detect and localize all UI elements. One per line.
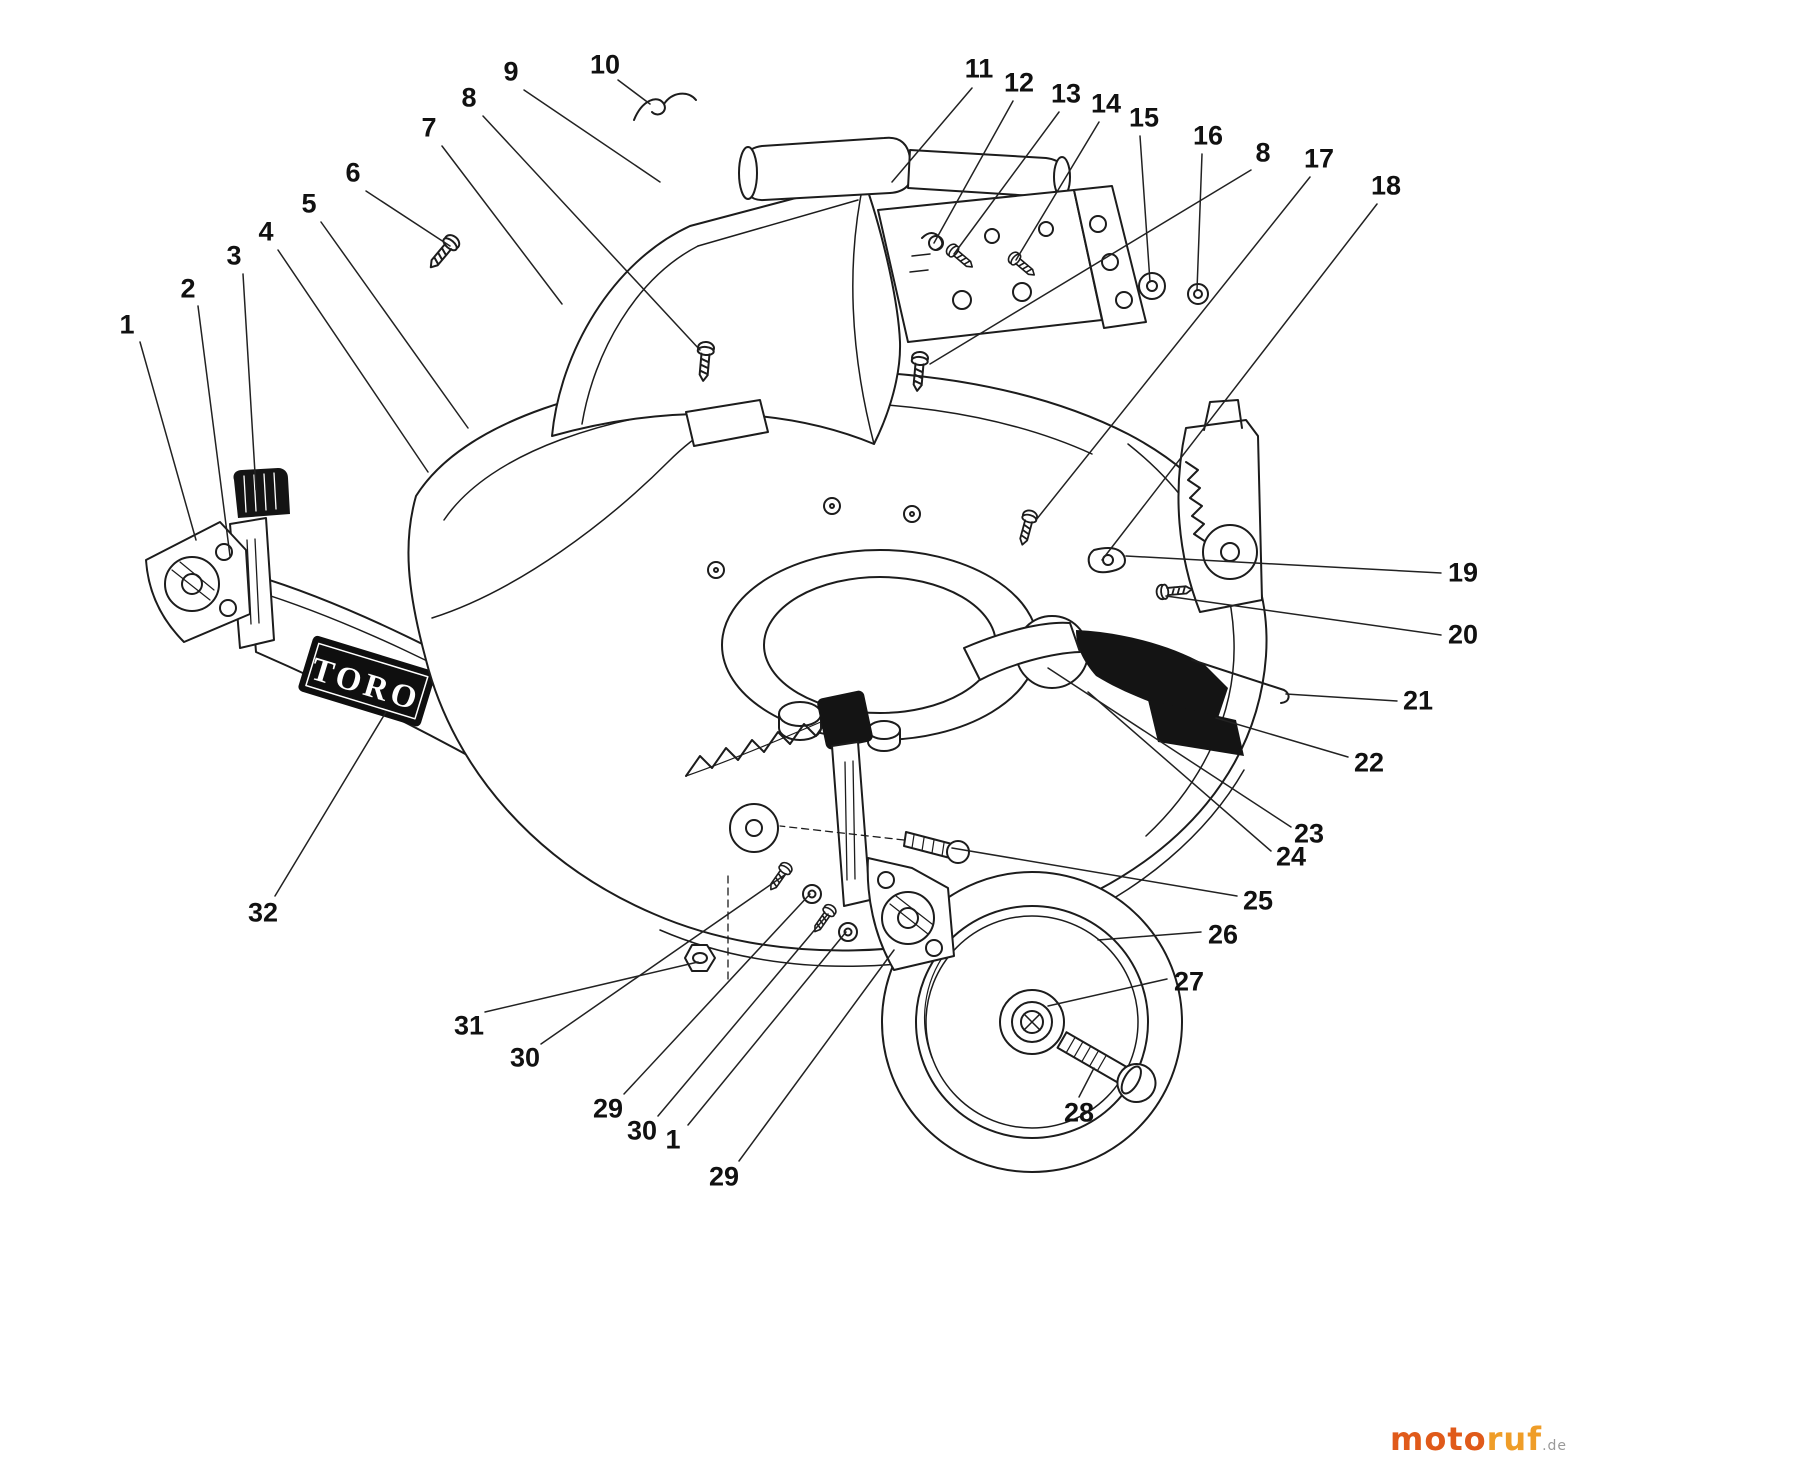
watermark-logo: motoruf.de: [1390, 1420, 1567, 1458]
retainer-clip: [1087, 547, 1126, 574]
leader-line-17-17: [1035, 176, 1311, 521]
engine-cover: [551, 179, 902, 447]
leader-line-23-23: [1047, 667, 1292, 828]
leader-line-8-16: [929, 169, 1252, 365]
deck-plug: [778, 701, 822, 741]
cable-clip: [921, 232, 944, 251]
leader-line-27-27: [1047, 978, 1168, 1007]
washer-29a: [802, 884, 822, 904]
deck-center-ring: [707, 497, 1089, 741]
leader-line-15-14: [1139, 135, 1151, 283]
discharge-guard: [1076, 630, 1228, 724]
watermark-ruf: ruf: [1486, 1420, 1543, 1458]
side-bracket-right: [1177, 399, 1263, 613]
leader-line-2-1: [197, 305, 231, 557]
leader-line-14-13: [1015, 121, 1100, 261]
leader-line-29-32: [623, 893, 811, 1095]
bolt-25: [903, 831, 970, 864]
height-adjuster-rear: [684, 690, 970, 981]
hex-nut-31: [684, 944, 716, 972]
leader-line-19-19: [1125, 555, 1442, 574]
wheel-bracket-plate: [866, 857, 955, 971]
washer-pair: [1138, 272, 1209, 305]
leader-line-25-25: [951, 847, 1238, 897]
handle-assembly: [738, 136, 1071, 202]
adjuster-knob-left: [233, 468, 290, 518]
leader-line-11-10: [891, 87, 973, 183]
leader-line-6-5: [365, 190, 451, 247]
rubber-flap: [1148, 700, 1244, 756]
leader-line-26-26: [1097, 931, 1202, 941]
leader-line-21-21: [1285, 693, 1398, 702]
leader-line-13-12: [953, 111, 1060, 255]
leader-line-8-7: [482, 115, 701, 351]
leader-line-22-22: [1215, 717, 1349, 758]
leader-line-29-35: [738, 949, 895, 1162]
watermark-de: .de: [1542, 1438, 1568, 1454]
handle-mounting-plate: [877, 185, 1147, 343]
rod-wire: [1191, 659, 1290, 704]
rear-wheel: [881, 871, 1183, 1173]
washer-29b: [838, 922, 858, 942]
leader-line-16-15: [1196, 153, 1203, 291]
leader-lines: [139, 79, 1442, 1162]
leader-line-1-34: [687, 931, 847, 1126]
leader-line-30-31: [540, 873, 787, 1045]
leader-line-18-18: [1101, 203, 1378, 561]
left-bracket-assembly: [145, 468, 290, 649]
deflector-wedge: [963, 621, 1081, 681]
spring-hook: [633, 92, 697, 121]
leader-line-12-11: [933, 100, 1014, 244]
leader-line-20-20: [1165, 595, 1442, 636]
deck-plug-2: [867, 720, 901, 752]
axle-bolt: [1056, 1031, 1157, 1103]
pivot-washer: [729, 803, 779, 853]
leader-line-10-9: [617, 79, 651, 105]
watermark-moto: moto: [1390, 1420, 1487, 1458]
leader-line-24-24: [1087, 691, 1272, 852]
screw-6: [423, 231, 463, 274]
leader-line-4-3: [277, 249, 429, 473]
leader-line-5-4: [320, 221, 469, 429]
wheel-hub-nut: [1020, 1010, 1044, 1034]
leader-line-9-8: [523, 89, 661, 183]
leader-line-28-28: [1078, 1067, 1095, 1098]
leader-line-3-2: [242, 273, 257, 491]
leader-line-1-0: [139, 341, 197, 541]
leader-line-32-29: [274, 711, 387, 897]
leader-line-30-33: [657, 913, 829, 1117]
leader-line-31-30: [484, 961, 699, 1013]
adjuster-knob-rear: [817, 690, 873, 750]
leader-line-7-6: [441, 145, 563, 305]
